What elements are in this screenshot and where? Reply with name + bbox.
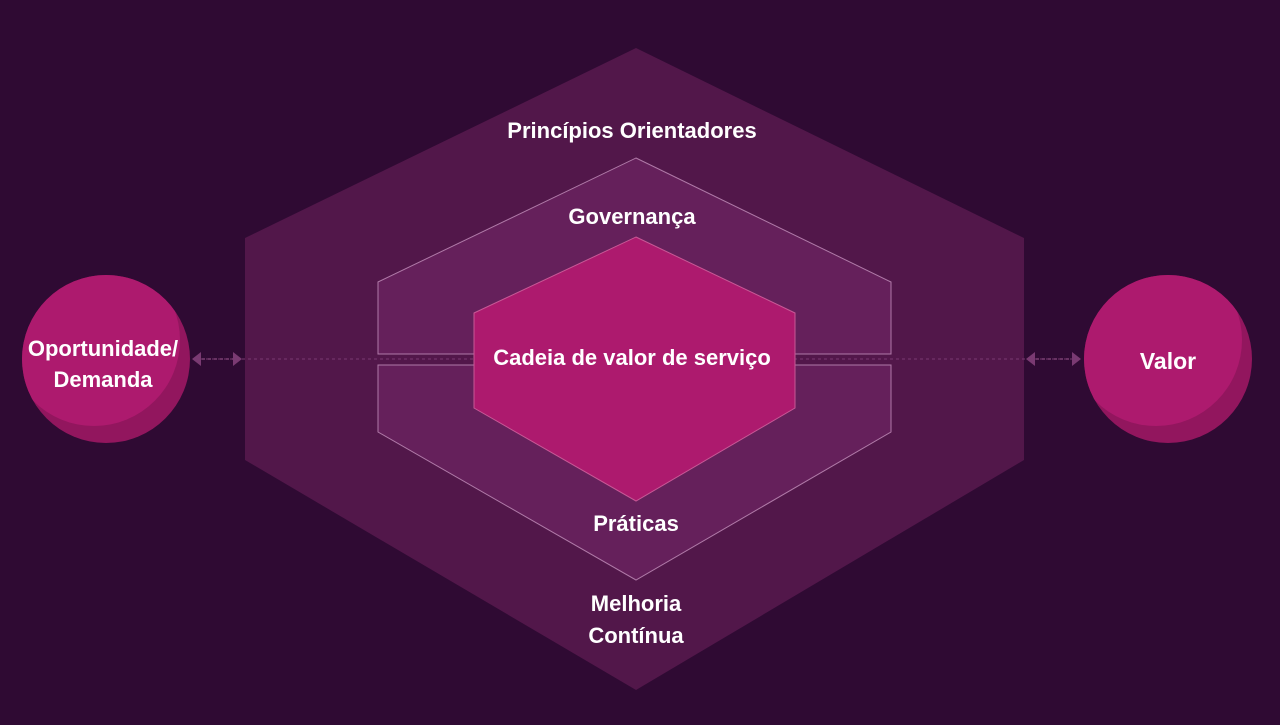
practices-label: Práticas <box>593 511 679 536</box>
left-node: Oportunidade/ Demanda <box>22 275 190 443</box>
outer-label: Princípios Orientadores <box>507 118 756 143</box>
core-hexagon <box>473 236 796 502</box>
right-node-label: Valor <box>1140 348 1196 374</box>
improvement-label-line1: Melhoria <box>591 591 682 616</box>
right-connector-arrows <box>1026 352 1081 366</box>
left-node-label-line2: Demanda <box>53 367 153 392</box>
core-label: Cadeia de valor de serviço <box>493 345 771 370</box>
right-arrowhead-left <box>1026 352 1035 366</box>
right-node: Valor <box>1084 275 1252 443</box>
left-arrowhead-right <box>233 352 242 366</box>
improvement-label-line2: Contínua <box>588 623 684 648</box>
left-node-label-line1: Oportunidade/ <box>28 336 178 361</box>
governance-label: Governança <box>568 204 696 229</box>
left-connector-arrows <box>192 352 242 366</box>
right-arrowhead-right <box>1072 352 1081 366</box>
left-arrowhead-left <box>192 352 201 366</box>
